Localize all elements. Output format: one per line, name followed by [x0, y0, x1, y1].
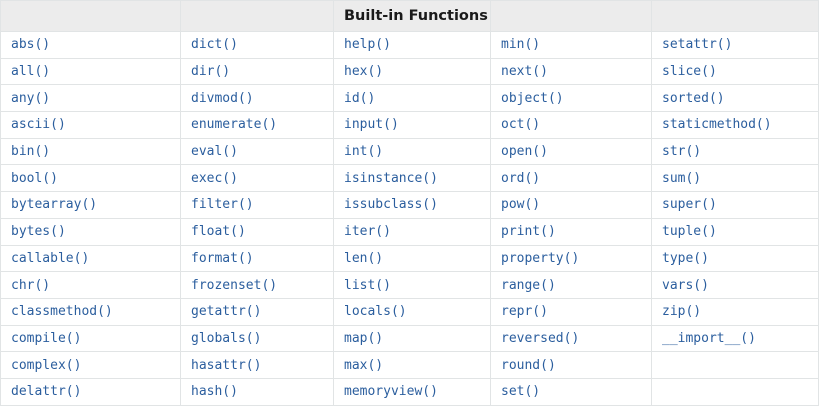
table-row: any()divmod()id()object()sorted()	[0, 84, 819, 113]
table-cell-empty	[651, 351, 819, 379]
function-link[interactable]: int()	[333, 137, 491, 166]
function-link[interactable]: bytearray()	[0, 191, 181, 219]
table-row: delattr()hash()memoryview()set()	[0, 377, 819, 406]
function-link[interactable]: bytes()	[0, 217, 181, 246]
function-link[interactable]: str()	[651, 137, 819, 166]
function-link[interactable]: globals()	[180, 324, 334, 353]
table-title: Built-in Functions	[333, 0, 491, 32]
function-link[interactable]: memoryview()	[333, 377, 491, 406]
function-link[interactable]: ascii()	[0, 111, 181, 139]
function-link[interactable]: classmethod()	[0, 297, 181, 326]
function-link[interactable]: eval()	[180, 137, 334, 166]
function-link[interactable]: bin()	[0, 137, 181, 166]
function-link[interactable]: staticmethod()	[651, 111, 819, 139]
table-header-row: Built-in Functions	[0, 0, 819, 32]
table-row: callable()format()len()property()type()	[0, 244, 819, 273]
table-row: ascii()enumerate()input()oct()staticmeth…	[0, 111, 819, 139]
function-link[interactable]: min()	[490, 31, 652, 59]
function-link[interactable]: abs()	[0, 31, 181, 59]
function-link[interactable]: sorted()	[651, 84, 819, 113]
table-row: bytearray()filter()issubclass()pow()supe…	[0, 191, 819, 219]
function-link[interactable]: enumerate()	[180, 111, 334, 139]
function-link[interactable]: locals()	[333, 297, 491, 326]
table-row: classmethod()getattr()locals()repr()zip(…	[0, 297, 819, 326]
function-link[interactable]: pow()	[490, 191, 652, 219]
function-link[interactable]: next()	[490, 57, 652, 86]
table-row: complex()hasattr()max()round()	[0, 351, 819, 379]
function-link[interactable]: dir()	[180, 57, 334, 86]
function-link[interactable]: filter()	[180, 191, 334, 219]
function-link[interactable]: type()	[651, 244, 819, 273]
table-header: Built-in Functions	[0, 0, 819, 32]
function-link[interactable]: hash()	[180, 377, 334, 406]
function-link[interactable]: iter()	[333, 217, 491, 246]
builtin-functions-table: Built-in Functions abs()dict()help()min(…	[0, 0, 819, 406]
table-cell-empty	[651, 377, 819, 406]
function-link[interactable]: setattr()	[651, 31, 819, 59]
table-row: chr()frozenset()list()range()vars()	[0, 271, 819, 299]
function-link[interactable]: round()	[490, 351, 652, 379]
function-link[interactable]: len()	[333, 244, 491, 273]
function-link[interactable]: any()	[0, 84, 181, 113]
function-link[interactable]: format()	[180, 244, 334, 273]
function-link[interactable]: exec()	[180, 164, 334, 193]
function-link[interactable]: bool()	[0, 164, 181, 193]
function-link[interactable]: float()	[180, 217, 334, 246]
function-link[interactable]: chr()	[0, 271, 181, 299]
table-row: abs()dict()help()min()setattr()	[0, 31, 819, 59]
function-link[interactable]: zip()	[651, 297, 819, 326]
function-link[interactable]: list()	[333, 271, 491, 299]
table-row: all()dir()hex()next()slice()	[0, 57, 819, 86]
function-link[interactable]: delattr()	[0, 377, 181, 406]
function-link[interactable]: oct()	[490, 111, 652, 139]
function-link[interactable]: hasattr()	[180, 351, 334, 379]
function-link[interactable]: set()	[490, 377, 652, 406]
function-link[interactable]: object()	[490, 84, 652, 113]
function-link[interactable]: all()	[0, 57, 181, 86]
table-header-cell-4	[651, 0, 819, 32]
function-link[interactable]: repr()	[490, 297, 652, 326]
function-link[interactable]: callable()	[0, 244, 181, 273]
function-link[interactable]: range()	[490, 271, 652, 299]
function-link[interactable]: divmod()	[180, 84, 334, 113]
function-link[interactable]: vars()	[651, 271, 819, 299]
function-link[interactable]: tuple()	[651, 217, 819, 246]
table-header-cell-0	[0, 0, 181, 32]
function-link[interactable]: id()	[333, 84, 491, 113]
function-link[interactable]: isinstance()	[333, 164, 491, 193]
function-link[interactable]: open()	[490, 137, 652, 166]
function-link[interactable]: print()	[490, 217, 652, 246]
function-link[interactable]: reversed()	[490, 324, 652, 353]
table-row: bytes()float()iter()print()tuple()	[0, 217, 819, 246]
table-header-cell-1	[180, 0, 334, 32]
function-link[interactable]: super()	[651, 191, 819, 219]
function-link[interactable]: ord()	[490, 164, 652, 193]
function-link[interactable]: frozenset()	[180, 271, 334, 299]
function-link[interactable]: max()	[333, 351, 491, 379]
function-link[interactable]: map()	[333, 324, 491, 353]
function-link[interactable]: sum()	[651, 164, 819, 193]
function-link[interactable]: dict()	[180, 31, 334, 59]
function-link[interactable]: input()	[333, 111, 491, 139]
function-link[interactable]: compile()	[0, 324, 181, 353]
table-row: compile()globals()map()reversed()__impor…	[0, 324, 819, 353]
table-row: bool()exec()isinstance()ord()sum()	[0, 164, 819, 193]
function-link[interactable]: hex()	[333, 57, 491, 86]
function-link[interactable]: getattr()	[180, 297, 334, 326]
table-row: bin()eval()int()open()str()	[0, 137, 819, 166]
function-link[interactable]: property()	[490, 244, 652, 273]
function-link[interactable]: complex()	[0, 351, 181, 379]
function-link[interactable]: __import__()	[651, 324, 819, 353]
function-link[interactable]: help()	[333, 31, 491, 59]
table-body: abs()dict()help()min()setattr()all()dir(…	[0, 31, 819, 406]
function-link[interactable]: slice()	[651, 57, 819, 86]
table-header-cell-3	[490, 0, 652, 32]
function-link[interactable]: issubclass()	[333, 191, 491, 219]
